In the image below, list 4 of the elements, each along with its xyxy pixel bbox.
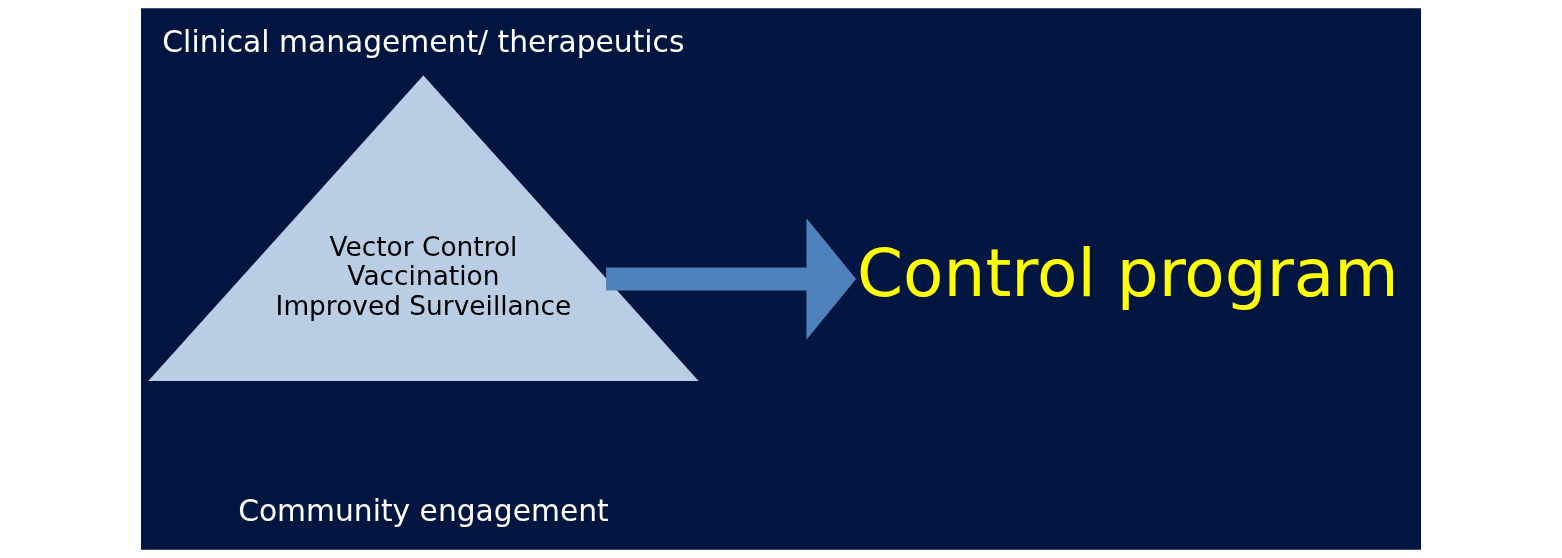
node-label: Clinical management/ therapeutics (162, 23, 685, 59)
node-text: Control program (857, 234, 1399, 312)
node-label: Community engagement (238, 492, 609, 528)
arrow (606, 218, 857, 340)
